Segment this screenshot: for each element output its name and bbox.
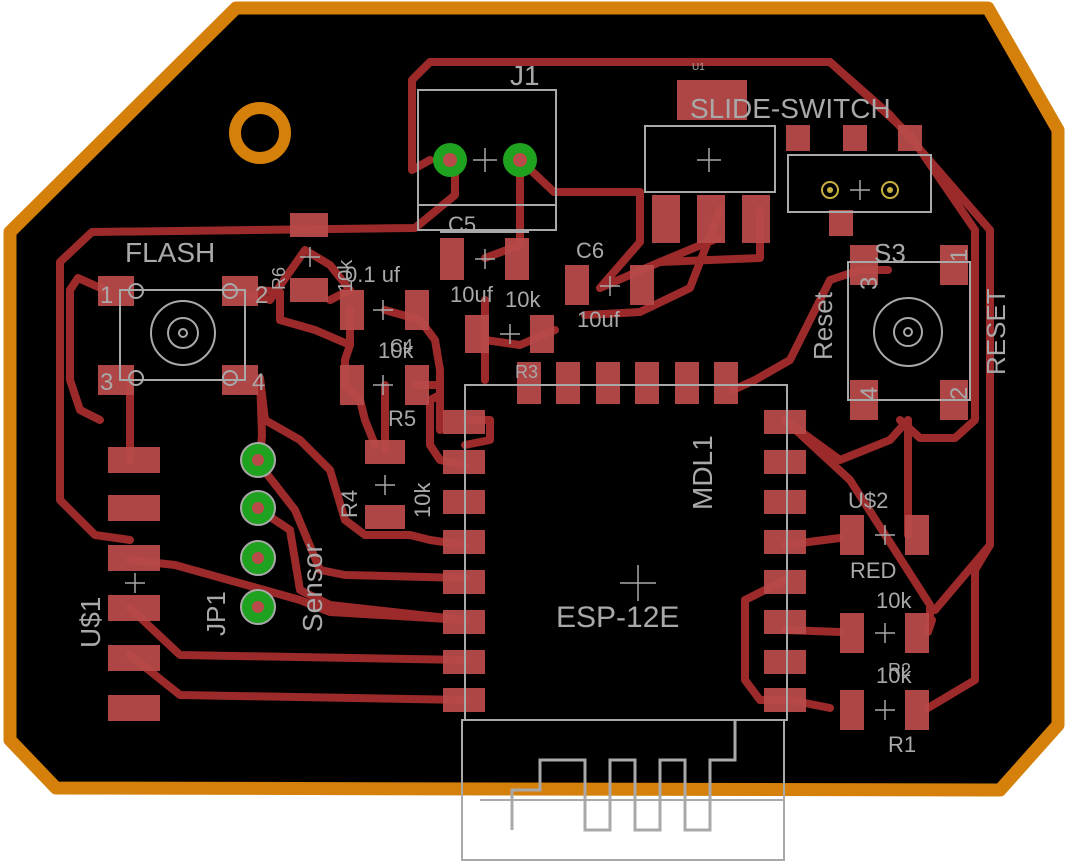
label-r4-value: 10k: [410, 482, 435, 518]
label-sensor: Sensor: [297, 543, 328, 632]
label-r2: R2: [888, 660, 911, 680]
label-slide-switch: SLIDE-SWITCH: [690, 93, 891, 124]
label-r5: R5: [388, 406, 416, 431]
label-s3-pin1: 1: [946, 249, 973, 262]
label-j1: J1: [510, 60, 540, 91]
label-r1-value: 10k: [876, 663, 912, 688]
mounting-hole: [229, 102, 291, 164]
label-r5-value: 10k: [378, 338, 414, 363]
labels: J1 U1 SLIDE-SWITCH FLASH 1 2 3 4 R6 10k …: [75, 60, 1011, 757]
label-flash-pin4: 4: [252, 369, 265, 396]
label-us2: U$2: [848, 488, 888, 513]
label-c6-value: 10uf: [577, 307, 621, 332]
label-esp: ESP-12E: [556, 601, 679, 634]
label-r1: R1: [888, 732, 916, 757]
label-s3-pin3: 3: [856, 277, 883, 290]
label-r3: R3: [515, 362, 538, 382]
label-c6: C6: [576, 238, 604, 263]
label-r3-value: 10k: [505, 287, 541, 312]
label-us1: U$1: [75, 597, 106, 648]
label-red: RED: [850, 558, 896, 583]
label-c5-value: 10uf: [450, 282, 494, 307]
label-c4: C4: [390, 336, 413, 356]
center-marks: [125, 148, 895, 720]
through-hole-pads: [240, 143, 899, 625]
label-r6: R6: [269, 267, 289, 290]
label-flash-pin2: 2: [255, 282, 268, 309]
label-reset-small: Reset: [808, 291, 838, 360]
label-r4: R4: [337, 490, 362, 518]
label-c4-value: 0.1 uf: [345, 262, 401, 287]
label-reset-big: RESET: [981, 288, 1011, 375]
label-s3: S3: [874, 238, 906, 268]
label-flash-pin1: 1: [100, 282, 113, 309]
label-r2-value: 10k: [876, 588, 912, 613]
label-jp1: JP1: [201, 591, 231, 636]
label-mdl1: MDL1: [687, 435, 718, 510]
label-s3-pin4: 4: [856, 387, 883, 400]
label-s3-pin2: 2: [946, 387, 973, 400]
label-flash: FLASH: [125, 237, 215, 268]
label-flash-pin3: 3: [100, 369, 113, 396]
silkscreen: [119, 89, 971, 861]
label-u1: U1: [692, 62, 705, 73]
label-c5: C5: [448, 212, 476, 237]
label-r6-value: 10k: [335, 259, 357, 292]
